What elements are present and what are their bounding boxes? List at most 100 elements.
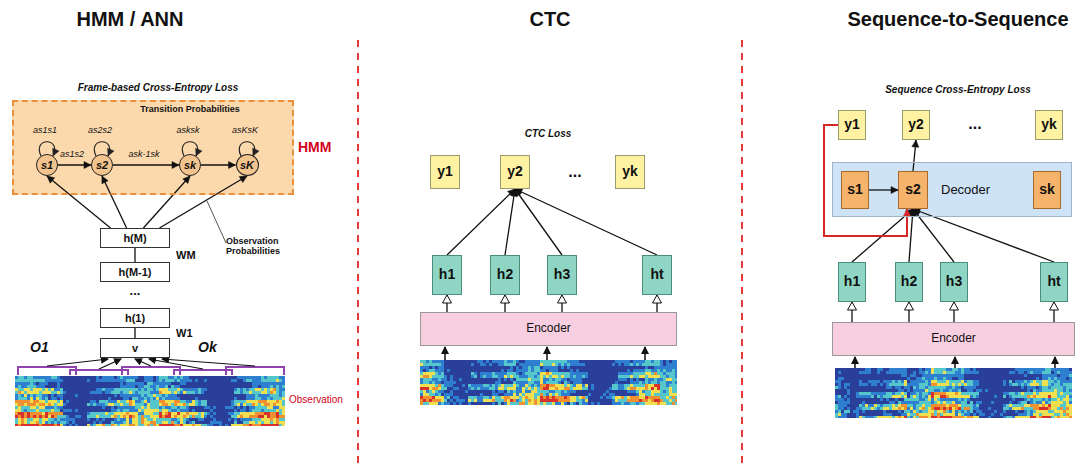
- spectrogram-cell: [636, 378, 639, 381]
- spectrogram-cell: [423, 378, 426, 381]
- spectrogram-cell: [18, 391, 21, 394]
- spectrogram-cell: [141, 409, 144, 412]
- spectrogram-cell: [531, 369, 534, 372]
- spectrogram-cell: [279, 397, 282, 400]
- spectrogram-cell: [96, 415, 99, 418]
- spectrogram-cell: [522, 387, 525, 390]
- spectrogram-cell: [420, 378, 423, 381]
- spectrogram-cell: [432, 399, 435, 402]
- spectrogram-cell: [108, 424, 111, 426]
- spectrogram-cell: [516, 393, 519, 396]
- spectrogram-cell: [270, 397, 273, 400]
- spectrogram-cell: [441, 390, 444, 393]
- spectrogram-cell: [186, 415, 189, 418]
- spectrogram-cell: [270, 382, 273, 385]
- spectrogram-cell: [33, 397, 36, 400]
- spectrogram-cell: [651, 390, 654, 393]
- spectrogram-cell: [273, 388, 276, 391]
- spectrogram-cell: [657, 387, 660, 390]
- spectrogram-cell: [507, 360, 510, 363]
- spectrogram-cell: [159, 388, 162, 391]
- spectrogram-cell: [210, 409, 213, 412]
- spectrogram-cell: [579, 372, 582, 375]
- spectrogram-cell: [504, 360, 507, 363]
- spectrogram: [420, 360, 677, 405]
- spectrogram-cell: [279, 388, 282, 391]
- spectrogram-cell: [534, 393, 537, 396]
- spectrogram-cell: [561, 390, 564, 393]
- spectrogram-cell: [468, 384, 471, 387]
- spectrogram-cell: [96, 376, 99, 379]
- spectrogram-cell: [18, 418, 21, 421]
- spectrogram-cell: [513, 402, 516, 405]
- spectrogram-cell: [72, 418, 75, 421]
- spectrogram-cell: [18, 382, 21, 385]
- spectrogram-cell: [126, 397, 129, 400]
- spectrogram-cell: [21, 418, 24, 421]
- spectrogram-cell: [540, 399, 543, 402]
- spectrogram-cell: [180, 415, 183, 418]
- spectrogram-cell: [21, 397, 24, 400]
- spectrogram-cell: [636, 360, 639, 363]
- spectrogram-cell: [537, 363, 540, 366]
- spectrogram-cell: [630, 378, 633, 381]
- spectrogram-cell: [258, 403, 261, 406]
- spectrogram-cell: [243, 391, 246, 394]
- spectrogram-cell: [168, 409, 171, 412]
- spectrogram-cell: [549, 375, 552, 378]
- spectrogram-cell: [255, 400, 258, 403]
- spectrogram-cell: [180, 406, 183, 409]
- spectrogram-cell: [528, 372, 531, 375]
- spectrogram-cell: [243, 424, 246, 426]
- spectrogram-cell: [525, 375, 528, 378]
- spectrogram-cell: [657, 375, 660, 378]
- spectrogram-cell: [93, 403, 96, 406]
- spectrogram-cell: [153, 400, 156, 403]
- spectrogram-cell: [129, 412, 132, 415]
- spectrogram-cell: [651, 384, 654, 387]
- spectrogram-cell: [30, 421, 33, 424]
- spectrogram-cell: [267, 385, 270, 388]
- spectrogram-cell: [231, 424, 234, 426]
- spectrogram-cell: [636, 390, 639, 393]
- spectrogram-cell: [573, 378, 576, 381]
- spectrogram-cell: [273, 412, 276, 415]
- spectrogram-cell: [18, 403, 21, 406]
- spectrogram-cell: [534, 399, 537, 402]
- spectrogram-cell: [36, 400, 39, 403]
- spectrogram-cell: [36, 391, 39, 394]
- spectrogram-cell: [36, 394, 39, 397]
- spectrogram-cell: [471, 396, 474, 399]
- spectrogram-cell: [42, 397, 45, 400]
- spectrogram-cell: [621, 375, 624, 378]
- spectrogram-cell: [258, 424, 261, 426]
- spectrogram-cell: [261, 379, 264, 382]
- spectrogram-cell: [120, 376, 123, 379]
- spectrogram-cell: [507, 390, 510, 393]
- spectrogram-cell: [420, 393, 423, 396]
- spectrogram-cell: [27, 397, 30, 400]
- spectrogram-cell: [642, 387, 645, 390]
- spectrogram-cell: [522, 399, 525, 402]
- spectrogram-cell: [198, 391, 201, 394]
- spectrogram-cell: [480, 375, 483, 378]
- spectrogram-cell: [282, 415, 285, 418]
- input-arrow: [1054, 357, 1056, 368]
- spectrogram-cell: [552, 363, 555, 366]
- spectrogram-cell: [504, 396, 507, 399]
- spectrogram-cell: [573, 381, 576, 384]
- spectrogram-cell: [147, 412, 150, 415]
- spectrogram-cell: [15, 424, 18, 426]
- spectrogram-cell: [39, 379, 42, 382]
- spectrogram-cell: [57, 391, 60, 394]
- spectrogram-cell: [192, 403, 195, 406]
- spectrogram-cell: [111, 376, 114, 379]
- spectrogram-cell: [666, 387, 669, 390]
- spectrogram-cell: [156, 394, 159, 397]
- spectrogram-cell: [636, 375, 639, 378]
- spectrogram-cell: [87, 412, 90, 415]
- spectrogram-cell: [663, 381, 666, 384]
- spectrogram-cell: [420, 366, 423, 369]
- spectrogram-cell: [267, 424, 270, 426]
- spectrogram-cell: [237, 415, 240, 418]
